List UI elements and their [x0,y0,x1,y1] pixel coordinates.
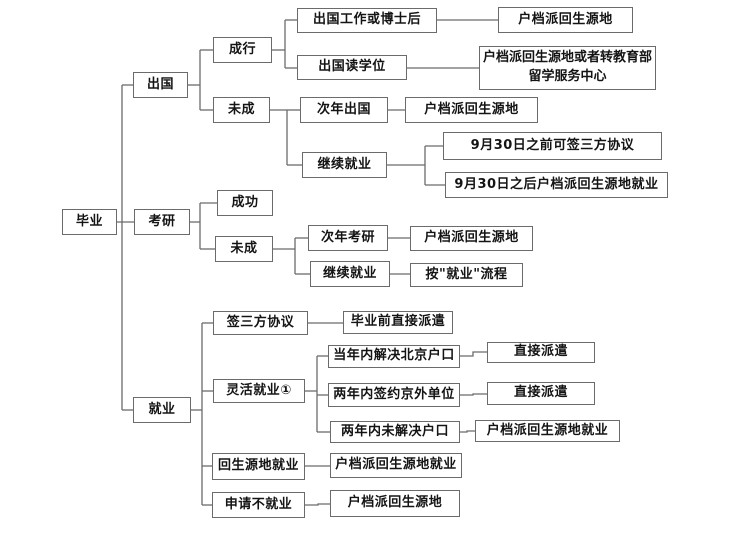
node-beijing-hukou-same-year: 当年内解决北京户口 [328,345,460,368]
node-file-back-origin-employment-2: 户档派回生源地就业 [330,453,462,478]
node-flexible-employment: 灵活就业① [213,379,305,403]
node-file-back-origin-2: 户档派回生源地 [405,97,538,123]
node-file-back-or-moe-center: 户档派回生源地或者转教育部留学服务中心 [479,46,656,90]
node-employment: 就业 [133,397,191,423]
node-before-sep30-agreement: 9月30日之前可签三方协议 [443,132,662,160]
node-continue-employment-2: 继续就业 [310,261,390,287]
node-go-abroad: 出国 [133,72,188,98]
node-file-back-origin-1: 户档派回生源地 [498,7,633,33]
node-direct-dispatch-2: 直接派遣 [487,382,595,405]
node-direct-dispatch-1: 直接派遣 [487,342,595,363]
node-grad-school-exam: 考研 [134,209,190,235]
node-not-succeeded-abroad: 未成 [213,97,270,123]
node-file-back-origin-3: 户档派回生源地 [410,226,533,251]
node-dispatch-before-graduation: 毕业前直接派遣 [343,311,453,334]
node-sign-tripartite: 签三方协议 [213,311,308,335]
node-sign-outside-beijing-2yr: 两年内签约京外单位 [328,383,460,407]
node-graduation: 毕业 [62,209,117,235]
node-continue-employment-1: 继续就业 [302,152,387,178]
node-apply-no-employment: 申请不就业 [212,492,305,518]
node-hukou-unresolved-2yr: 两年内未解决户口 [330,421,460,443]
node-file-back-origin-employment-1: 户档派回生源地就业 [475,420,620,442]
node-exam-not-succeeded: 未成 [215,236,273,262]
node-exam-success: 成功 [217,190,273,216]
node-succeeded-abroad: 成行 [213,37,272,63]
node-follow-employment-process: 按"就业"流程 [410,263,523,287]
node-abroad-next-year: 次年出国 [300,97,388,123]
node-abroad-work-postdoc: 出国工作或博士后 [297,8,437,33]
node-file-back-origin-4: 户档派回生源地 [330,490,460,517]
node-employment-at-origin: 回生源地就业 [212,453,305,480]
node-abroad-degree: 出国读学位 [297,55,407,80]
node-after-sep30-file-back: 9月30日之后户档派回生源地就业 [445,172,668,198]
node-exam-next-year: 次年考研 [308,225,388,251]
